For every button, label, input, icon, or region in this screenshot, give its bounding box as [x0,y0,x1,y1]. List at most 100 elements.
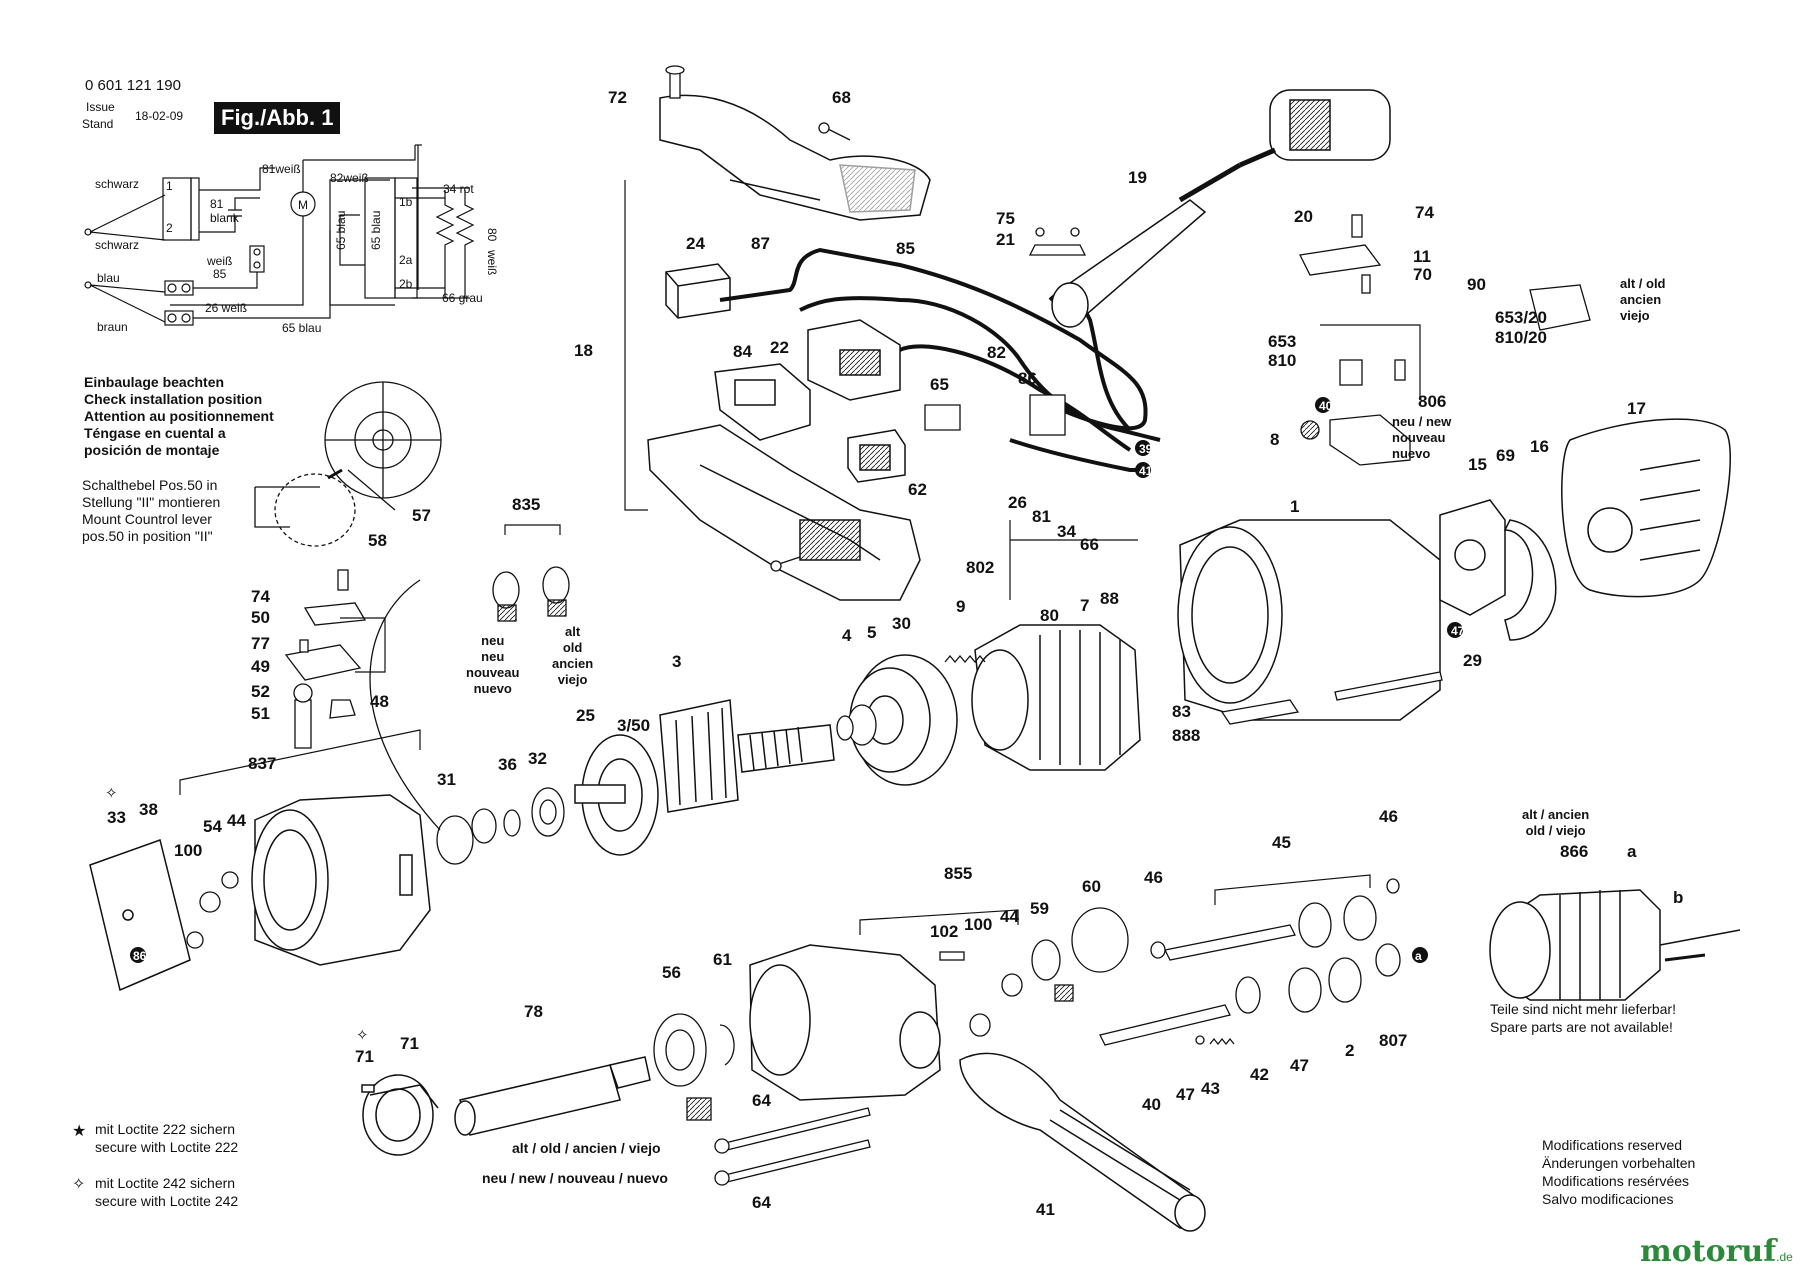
part-49-upper: 57 [412,506,431,525]
bearing-32-36 [436,787,565,865]
install-position-drawing [254,381,442,547]
cover-plate-38 [89,839,191,992]
motor-symbol: M [298,198,308,212]
part-653-20: 653/20 [1495,308,1547,327]
star-filled-icon: ★ [72,1121,86,1140]
wire-85: 85 [213,267,227,281]
part-71-top: 64 [752,1091,771,1110]
terminal-2b: 2b [399,277,413,291]
part-77: 77 [251,634,270,653]
marker-x-gear [1412,947,1428,963]
part-34: 34 [1057,522,1076,541]
stator-80 [971,624,1141,771]
part-74-top: 74 [1415,203,1434,222]
lever-group-50-49 [284,569,367,749]
part-64: 41 [1036,1200,1055,1219]
part-33-loctite-icon: ✧ [105,784,118,802]
part-51: 51 [251,704,270,723]
part-40: 43 [1201,1079,1220,1098]
wire-harness [719,247,1161,472]
part-22: 22 [770,338,789,357]
part-58: 61 [713,950,732,969]
plug-20 [1239,89,1391,168]
part-835: 835 [512,495,540,514]
part-38: 38 [139,800,158,819]
part-33: 33 [107,808,126,827]
brush-holder-806 [1300,414,1411,466]
wire-braun: braun [97,320,128,334]
connector-a-top-label: 39 [1139,442,1153,456]
motor-housing-837 [251,794,431,966]
part-56: 78 [524,1002,543,1021]
part-26: 26 [1008,493,1027,512]
spindle-39-gears [1099,943,1401,1046]
part-888: 888 [1172,726,1200,745]
alt-label-835: alt old ancien viejo [552,624,594,687]
screws-71 [714,1107,871,1186]
flange-61 [361,1074,439,1156]
bracket-802 [1009,520,1138,600]
part-36: 36 [498,755,517,774]
part-41: 47 [1176,1085,1195,1104]
bracket-18 [624,180,648,511]
connector-65 [924,404,961,431]
part-15: 15 [1468,455,1487,474]
bearing-5-4 [836,704,877,746]
wire-81weiss: 81weiß [262,162,301,176]
part-47-right: 807 [1379,1031,1407,1050]
part-42: 2 [1345,1041,1354,1060]
star-outline-icon: ✧ [72,1174,85,1193]
motor-housing-1 [1177,519,1441,721]
wire-weiss-85: weiß [206,254,232,268]
part-810-20: 810/20 [1495,328,1547,347]
part-3: 3 [672,652,681,671]
spindle-56 [454,1056,651,1136]
issue-date: 18-02-09 [135,109,184,123]
wire-65blau-b: 65 blau [369,211,383,250]
wire-80: 80 [485,228,499,242]
part-7: 7 [1080,596,1089,615]
wire-66grau: 66 grau [442,291,483,305]
terminal-2a: 2a [399,253,413,267]
connector-b-top-label: 41 [1139,464,1153,478]
loctite-222-note: mit Loctite 222 sichern secure with Loct… [95,1121,239,1155]
part-5: 5 [867,623,876,642]
part-labels: 72 68 19 20 74 11 70 75 21 24 87 85 22 8… [107,88,1683,1219]
part-47-left: 42 [1250,1065,1269,1084]
marker-x-plate [130,947,146,963]
connector-b-top [1135,462,1151,478]
bracket-835 [504,524,561,535]
wire-26weiss: 26 weiß [205,301,247,315]
actuator-84 [714,363,811,441]
part-number: 0 601 121 190 [85,77,181,94]
part-75: 75 [996,209,1015,228]
terminal-2: 2 [166,221,173,235]
wiring-labels: schwarz schwarz blau braun 81weiß 81 bla… [95,162,499,335]
part-837: 837 [248,754,276,773]
alt-ancien-label-2: alt / ancien old / viejo [1522,807,1590,838]
terminal-1: 1 [166,179,173,193]
label-83-888 [1220,699,1300,725]
part-32: 32 [528,749,547,768]
part-20: 20 [1294,207,1313,226]
part-59: 59 [1030,899,1049,918]
brush-653 [1339,359,1406,386]
part-80: 80 [1040,606,1059,625]
swap-arrow [369,579,441,831]
part-88: 88 [1100,589,1119,608]
part-807: a [1627,842,1637,861]
bearing-57-58 [653,1013,735,1121]
part-21: 21 [996,230,1015,249]
bracket-837 [179,729,421,795]
part-11: 11 [1413,247,1431,266]
connector-a-brush-label: 40 [1319,399,1333,413]
part-49-lever: 49 [251,657,270,676]
strip-29 [1334,671,1443,701]
gear-housing-855 [749,944,941,1101]
part-72: 72 [608,88,627,107]
cord-protector-19 [1051,162,1242,328]
part-100-left: 100 [174,841,202,860]
part-68-top: 68 [832,88,851,107]
